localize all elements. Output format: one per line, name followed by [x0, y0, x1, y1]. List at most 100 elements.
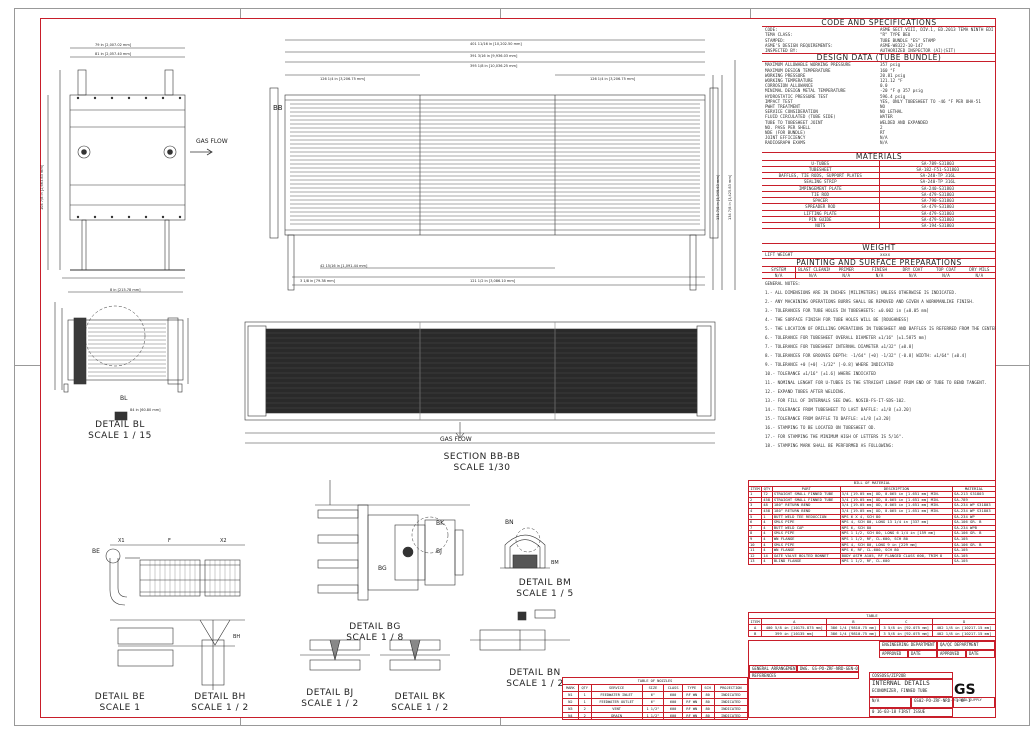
design-value: 357 psig	[880, 62, 901, 68]
painting-header-cell: TOP COAT	[935, 266, 957, 272]
design-key: NDE (FOR BUNDLE)	[765, 130, 806, 136]
zone-divider-bottom-1	[240, 718, 241, 726]
section-bb-tube-highlights	[266, 332, 697, 409]
nozzle-cell: 2	[577, 705, 592, 713]
material-spec: SA-479-S31803	[921, 210, 955, 216]
nozzle-cell: 6"	[641, 698, 665, 706]
design-value: WELDED AND EXPANDED	[880, 119, 928, 125]
section-bb-plan	[244, 321, 716, 444]
material-spec: SA-790-S31803	[921, 198, 955, 204]
material-spec: SA-182-F51-S31803	[916, 167, 960, 173]
nozzle-header-cell: QTY	[577, 684, 592, 692]
tb-qa-dept: QA/QC DEPARTMENT	[937, 641, 995, 650]
callout-f: F	[168, 538, 171, 544]
general-note: 6.- TOLERANCE FOR TUBESHEET OVERALL DIAM…	[765, 335, 927, 341]
nozzle-cell: N1	[562, 691, 579, 699]
dimension-table-cell: 3 5/8 in [92.075 mm]	[879, 624, 934, 631]
material-part: IMPINGEMENT PLATE	[762, 185, 880, 191]
design-key: WORKING TEMPERATURE	[765, 78, 813, 84]
detail-bl-tubes	[88, 323, 166, 377]
detail-bh-title: DETAIL BH SCALE 1 / 2	[191, 692, 249, 713]
nozzle-cell: DRAIN	[590, 712, 643, 720]
weight-value: xxxx	[880, 252, 891, 258]
zone-divider-right	[996, 365, 1030, 366]
nozzle-cell: 80	[700, 705, 715, 713]
design-value: -20 °F @ 357 psig	[880, 88, 923, 94]
design-value: RT	[880, 130, 886, 136]
tb-approved-1: APPROVED	[879, 650, 908, 658]
design-value: 121.12 °F	[880, 78, 903, 84]
weight-key: LIFT WEIGHT	[765, 252, 793, 258]
gas-flow-label-section: GAS FLOW	[440, 436, 472, 443]
material-spec: SA-240-TP 316L	[920, 179, 956, 185]
zone-divider-top-2	[500, 8, 501, 18]
spec-value: ASME-W8322-10-147	[880, 42, 923, 48]
spec-row: CODE:ASME SECT.VIII, DIV.1, ED.2013 TEMA…	[762, 27, 996, 32]
design-key: TUBE TO TUBESHEET JOINT	[765, 119, 823, 125]
dimension-table-header-cell: ITEM	[747, 618, 763, 625]
nozzle-cell: RF WN	[681, 691, 702, 699]
nozzle-cell: 600	[663, 691, 683, 699]
dim-overall-3: 395 1/8 in [10,036.25 mm]	[470, 64, 518, 68]
design-key: MAXIMUM DESIGN TEMPERATURE	[765, 67, 831, 73]
spec-row: ASME'S DESIGN REQUIREMENTS:ASME-W8322-10…	[762, 43, 996, 48]
dimension-table-cell: 402 1/8 in [10217.15 mm]	[932, 624, 996, 631]
design-key: SERVICE CONSIDERATION	[765, 109, 818, 115]
painting-value-cell: N/A	[942, 272, 950, 278]
design-key: PWHT TREATMENT	[765, 104, 801, 110]
material-spec: SA-479-S31803	[921, 191, 955, 197]
nozzle-header-cell: SIZE	[641, 684, 665, 692]
callout-bk: BK	[436, 520, 445, 527]
bom-cell: STRAIGHT SMALL FINNED TUBE	[771, 491, 841, 498]
callout-bn: BN	[505, 519, 514, 526]
tb-customer: COSSOSS/ZIP2OB	[869, 672, 953, 679]
spec-value: "R" TYPE BEU	[880, 32, 911, 38]
nozzle-cell: N2	[562, 698, 579, 706]
bom-cell: 3	[747, 502, 763, 509]
section-mark-bb: BB	[273, 104, 283, 112]
design-value: 160 °F	[880, 67, 896, 73]
zone-divider-left	[14, 365, 40, 366]
detail-bj-title: DETAIL BJ SCALE 1 / 2	[301, 688, 359, 709]
nozzle-cell: 80	[700, 691, 715, 699]
dim-width-top-b: 81 in [2,057.40 mm]	[95, 52, 132, 56]
painting-header-cell: DRY MILS	[969, 266, 990, 272]
general-note: 2.- ANY MACHINING OPERATIONS BURRS SHALL…	[765, 299, 975, 305]
design-value: NO	[880, 104, 886, 110]
nozzle-cell: 600	[663, 712, 683, 720]
material-spec: SA-240-S31803	[921, 185, 955, 191]
painting-value-cell: N/A	[809, 272, 817, 278]
bom-cell: BLIND FLANGE	[771, 558, 841, 565]
tb-ga-number: DWG. GS-PO-ZRF-NRD-GEN-002	[797, 665, 859, 672]
detail-bh-geometry	[117, 619, 235, 690]
painting-header-cell: FINISH	[871, 266, 888, 272]
bom-cell: 1	[747, 491, 763, 498]
nozzle-cell: INDICATED	[713, 705, 749, 713]
general-notes: GENERAL NOTES:1.- ALL DIMENSIONS ARE IN …	[762, 281, 996, 452]
elevation-tube-rows	[290, 103, 700, 225]
callout-circles	[84, 305, 541, 554]
design-value: 2	[880, 124, 883, 130]
painting-value-cell: N/A	[908, 272, 917, 278]
nozzle-header-cell: MARK	[562, 684, 579, 692]
general-note: 16.- STAMPING TO BE LOCATED ON TUBESHEET…	[765, 425, 876, 431]
bom-cell: 2	[747, 496, 763, 504]
material-spec: SA-479-S31803	[921, 216, 955, 222]
design-row: MAXIMUM DESIGN TEMPERATURE 160 °F	[762, 68, 996, 73]
